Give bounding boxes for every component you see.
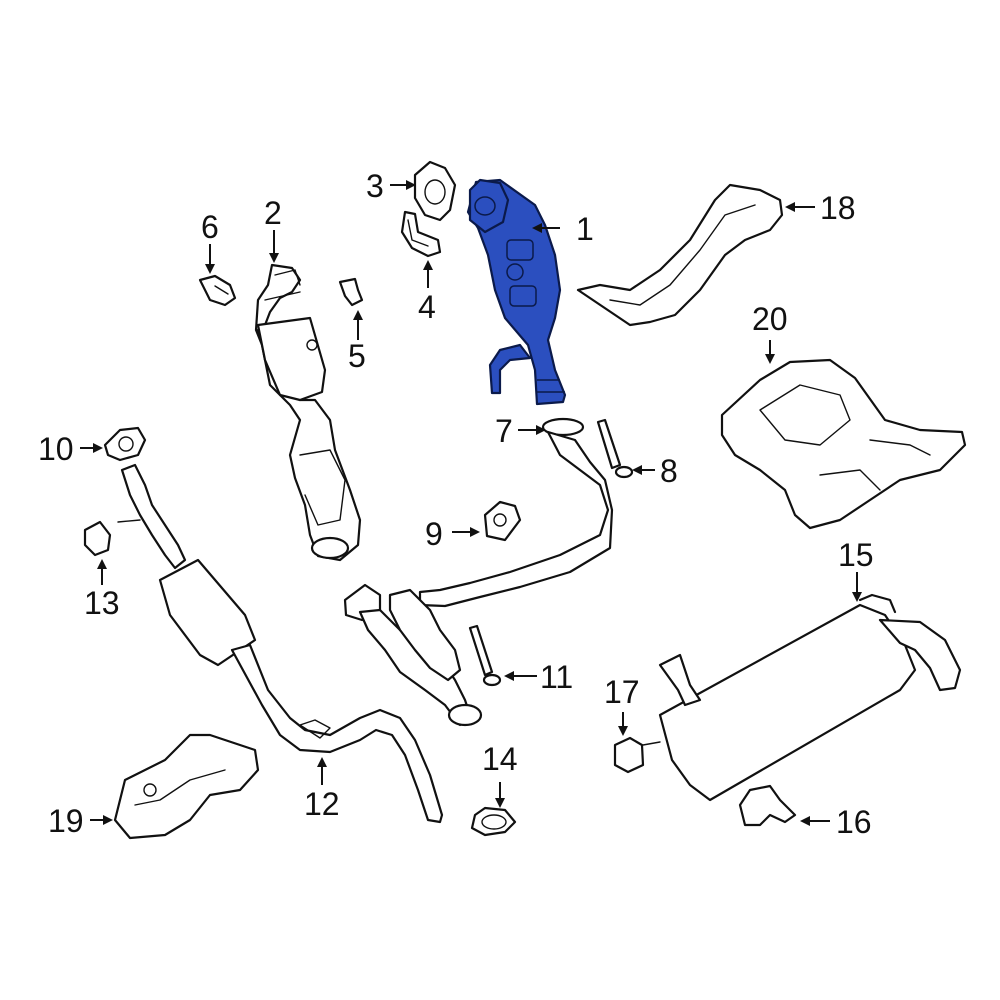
part-11-bolt[interactable] (468, 624, 502, 687)
part-14-clamp[interactable] (470, 806, 517, 837)
callout-6[interactable]: 6 (201, 209, 219, 245)
callout-1[interactable]: 1 (576, 211, 594, 247)
callout-15[interactable]: 15 (838, 537, 874, 573)
callout-4[interactable]: 4 (418, 289, 436, 325)
callout-19[interactable]: 19 (48, 803, 84, 839)
part-9-insulator[interactable] (483, 500, 522, 542)
part-7-y-pipe[interactable] (343, 417, 614, 727)
callout-14[interactable]: 14 (482, 741, 518, 777)
callout-10[interactable]: 10 (38, 431, 74, 467)
callout-12[interactable]: 12 (304, 786, 340, 822)
part-10-clamp[interactable] (103, 426, 147, 462)
callout-8[interactable]: 8 (660, 453, 678, 489)
part-2-front-converter[interactable] (254, 263, 362, 562)
callout-7[interactable]: 7 (495, 413, 513, 449)
leader-lines (80, 180, 862, 826)
part-6-stud[interactable] (198, 274, 237, 307)
part-18-heat-shield[interactable] (576, 183, 784, 327)
callout-labels: 1 2 3 4 5 6 7 8 9 10 11 12 13 14 15 16 1… (38, 168, 874, 840)
part-12-intermediate-pipe[interactable] (120, 463, 444, 824)
callout-13[interactable]: 13 (84, 585, 120, 621)
callout-16[interactable]: 16 (836, 804, 872, 840)
callout-17[interactable]: 17 (604, 674, 640, 710)
callout-11[interactable]: 11 (540, 659, 573, 695)
callout-20[interactable]: 20 (752, 301, 788, 337)
part-5-stud[interactable] (338, 277, 364, 307)
part-4-bracket[interactable] (400, 210, 442, 258)
part-1-body (466, 178, 567, 406)
part-17-insulator[interactable] (613, 736, 661, 774)
callout-5[interactable]: 5 (348, 338, 366, 374)
callout-9[interactable]: 9 (425, 516, 443, 552)
part-8-bolt[interactable] (596, 418, 634, 479)
part-20-heat-shield[interactable] (720, 358, 967, 530)
part-1-flange (468, 178, 510, 234)
part-1-catalytic-converter[interactable] (466, 178, 567, 406)
part-13-insulator[interactable] (83, 519, 141, 557)
callout-2[interactable]: 2 (264, 195, 282, 231)
part-3-gasket[interactable] (413, 160, 457, 222)
part-16-hanger[interactable] (738, 784, 797, 827)
callout-3[interactable]: 3 (366, 168, 384, 204)
part-15-muffler[interactable] (658, 593, 962, 802)
callout-18[interactable]: 18 (820, 190, 856, 226)
part-19-heat-shield[interactable] (113, 733, 260, 840)
part-1-pipe (488, 343, 532, 395)
